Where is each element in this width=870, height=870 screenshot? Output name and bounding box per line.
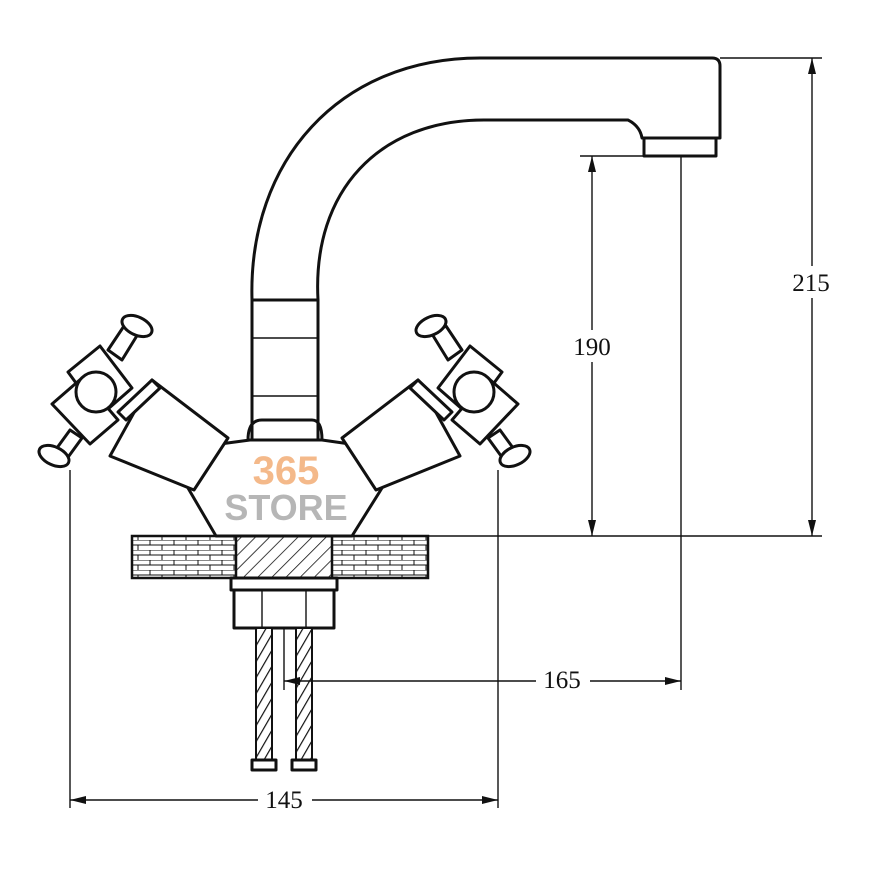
watermark-text: STORE bbox=[224, 487, 347, 528]
store-watermark: 365 STORE bbox=[224, 449, 347, 528]
dimension-label-215: 215 bbox=[792, 270, 830, 297]
dimension-total-height: 215 bbox=[786, 58, 838, 536]
dimension-handle-span: 145 bbox=[70, 784, 498, 814]
mounting-nut bbox=[229, 576, 339, 630]
dimension-spout-reach: 165 bbox=[284, 664, 681, 694]
faucet-body bbox=[37, 313, 532, 538]
dimension-label-165: 165 bbox=[543, 667, 581, 694]
countertop-section bbox=[130, 534, 430, 580]
flex-hoses bbox=[250, 627, 318, 772]
dimension-spout-height: 190 bbox=[566, 156, 618, 536]
watermark-number: 365 bbox=[253, 449, 320, 493]
dimension-label-145: 145 bbox=[265, 787, 303, 814]
right-cross-handle bbox=[414, 313, 532, 469]
extension-lines bbox=[69, 57, 822, 808]
spout bbox=[246, 56, 722, 442]
dimension-label-190: 190 bbox=[573, 334, 611, 361]
left-cross-handle bbox=[37, 313, 154, 469]
